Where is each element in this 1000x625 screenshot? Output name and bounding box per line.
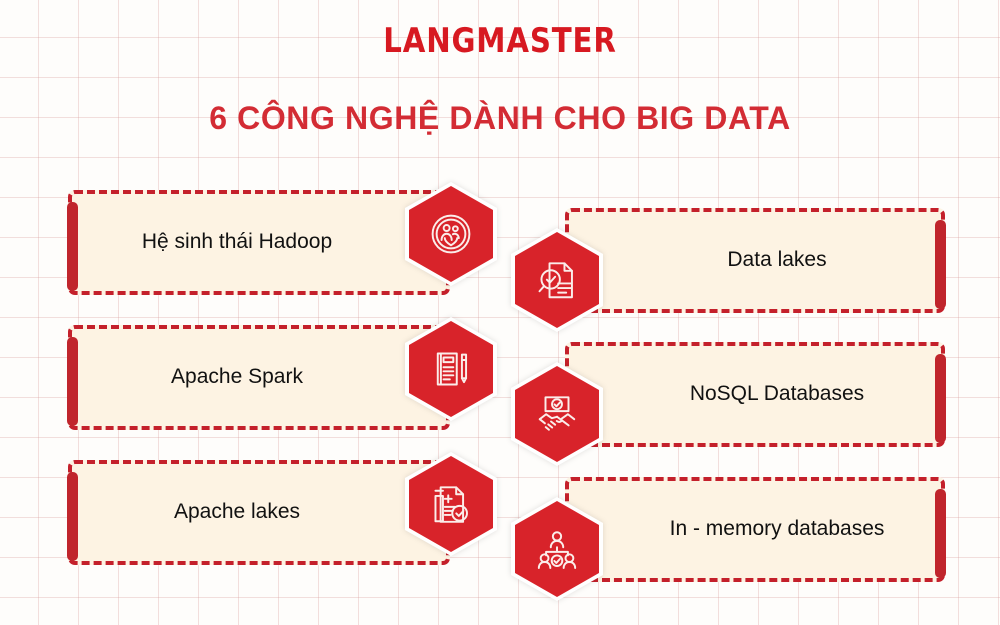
card-label: In - memory databases [669,517,885,541]
hex-body [409,186,493,282]
card-label: Apache Spark [171,365,303,389]
card-accent-bar [935,489,946,578]
card-accent-bar [935,354,946,443]
card-apache-spark[interactable]: Apache Spark [67,325,450,430]
page-title: 6 CÔNG NGHỆ DÀNH CHO BIG DATA [209,100,791,136]
document-pencil-glyph [436,352,468,386]
hex-body [409,321,493,417]
langmaster-logo: LANGMASTER [383,21,617,61]
card-apache-lakes[interactable]: Apache lakes [67,460,450,565]
card-hadoop[interactable]: Hệ sinh thái Hadoop [67,190,450,295]
card-label: Data lakes [727,248,827,272]
card-data-lakes[interactable]: Data lakes [565,208,946,313]
card-accent-bar [935,220,946,309]
card-accent-bar [67,202,78,291]
document-magnifier-check-icon [511,228,603,332]
hex-body [515,366,599,462]
handshake-check-glyph [538,396,576,431]
card-label: NoSQL Databases [689,382,865,406]
document-pencil-icon [405,317,497,421]
card-label: Hệ sinh thái Hadoop [141,230,333,254]
card-accent-bar [67,337,78,426]
card-nosql-databases[interactable]: NoSQL Databases [565,342,946,447]
card-accent-bar [67,472,78,561]
card-label: Apache lakes [173,500,301,524]
handshake-check-icon [511,362,603,466]
people-group-check-glyph [537,531,577,569]
document-magnifier-check-glyph [538,262,573,299]
hex-body [515,232,599,328]
people-group-check-icon [511,497,603,601]
people-heart-circle-icon [405,182,497,286]
document-plus-check-icon [405,452,497,556]
hex-body [409,456,493,552]
document-plus-check-glyph [434,486,468,523]
card-in-memory-databases[interactable]: In - memory databases [565,477,946,582]
people-heart-circle-glyph [431,214,471,254]
